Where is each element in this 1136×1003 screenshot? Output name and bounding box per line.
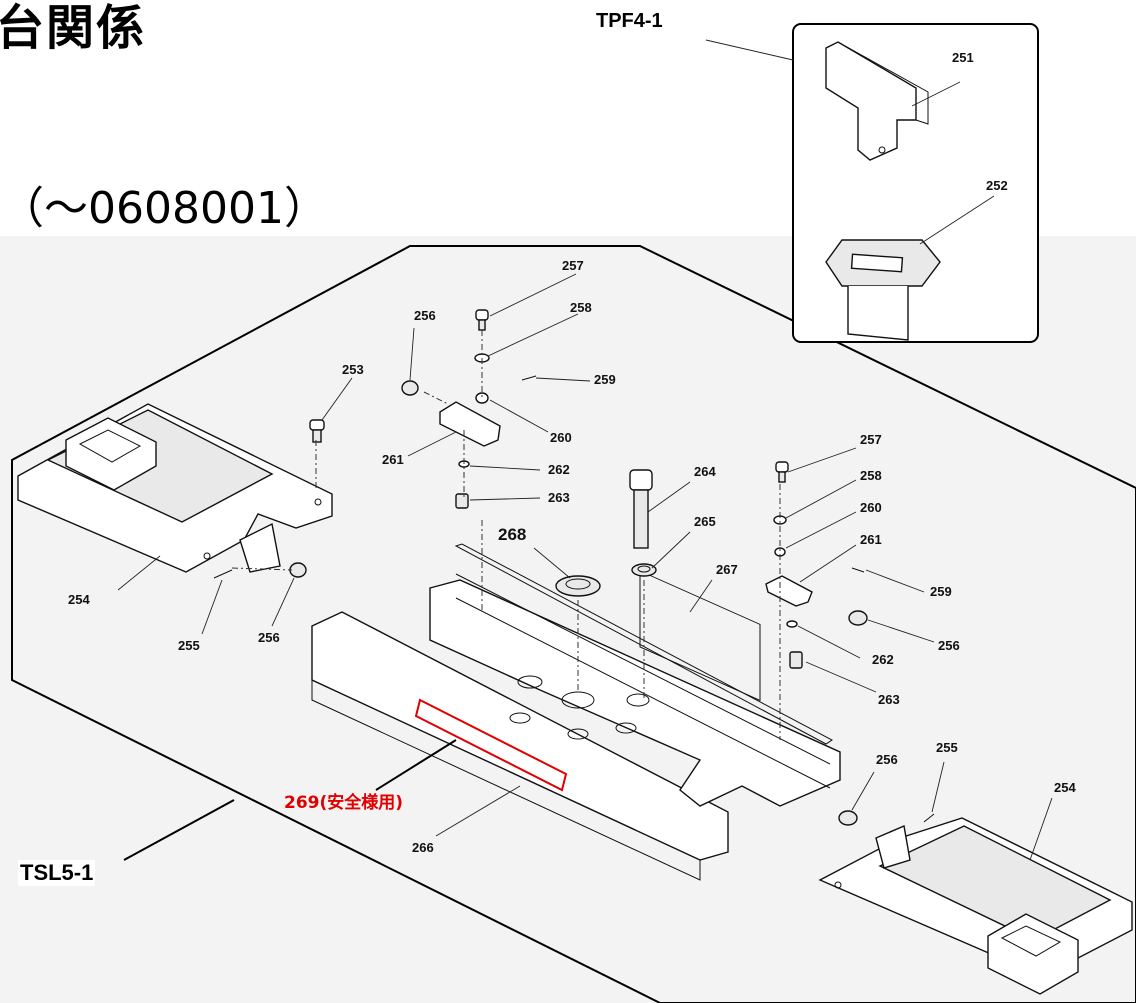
part-260-shape-a [475,392,489,404]
page-subtitle: （〜0608001） [0,183,328,234]
part-254-right-shape [818,817,1133,995]
part-label-263-left: 263 [548,490,570,505]
part-253-shape [309,419,325,443]
part-label-251: 251 [952,50,974,65]
part-label-254-right: 254 [1054,780,1076,795]
part-label-263-right: 263 [878,692,900,707]
part-262-shape-b [786,620,798,628]
part-label-252: 252 [986,178,1008,193]
part-label-256-bottom: 256 [876,752,898,767]
assembly-label-tpf4: TPF4-1 [594,10,665,33]
part-label-256-right: 256 [938,638,960,653]
part-252-shape [825,239,941,341]
tsl-leader [123,799,235,861]
part-263-shape-a [455,493,469,509]
part-label-260-right: 260 [860,500,882,515]
part-label-256-top: 256 [414,308,436,323]
part-label-264: 264 [694,464,716,479]
part-label-257-left: 257 [562,258,584,273]
part-label-258-right: 258 [860,468,882,483]
part-label-261-left: 261 [382,452,404,467]
tpf-leader [705,39,794,61]
part-257-shape-a [475,309,489,331]
part-label-261-right: 261 [860,532,882,547]
part-256-shape-c [848,610,868,626]
part-259-shape-a [521,375,537,381]
part-label-259-right: 259 [930,584,952,599]
part-268-shape [555,575,601,597]
part-256-shape-a [401,380,419,396]
part-261-shape-b [765,575,813,607]
part-label-254-left: 254 [68,592,90,607]
part-265-shape [631,563,657,577]
safety-part-label-269: 269(安全様用) [284,792,403,813]
part-251-shape [825,41,929,161]
assembly-label-tsl5: TSL5-1 [18,860,96,886]
part-255-shape-a [213,569,233,579]
part-256-shape-d [838,810,858,826]
part-label-268: 268 [498,525,526,544]
main-rail-frame-shape [311,543,841,881]
safety-highlight-box [414,698,568,792]
part-label-260-left: 260 [550,430,572,445]
part-256-shape-b [289,562,307,578]
part-label-262-left: 262 [548,462,570,477]
part-label-259-left: 259 [594,372,616,387]
part-255-shape-b [923,813,935,823]
part-257-shape-b [775,461,789,483]
part-number-labels: 251 252 253 254 254 255 255 256 256 256 … [68,50,1076,855]
part-259-shape-b [851,567,865,573]
part-264-shape [629,469,653,549]
part-label-253: 253 [342,362,364,377]
part-254-left-shape [17,403,333,573]
page-title: 台関係 [0,0,147,56]
part-label-255-right: 255 [936,740,958,755]
assembly-outline-tsl5 [11,245,1136,1003]
safety-leader [375,739,457,791]
part-label-255-left: 255 [178,638,200,653]
part-263-shape-b [789,651,803,669]
leader-lines [117,81,1053,861]
part-label-265: 265 [694,514,716,529]
part-label-257-right: 257 [860,432,882,447]
part-label-256-left: 256 [258,630,280,645]
part-label-262-right: 262 [872,652,894,667]
part-label-267: 267 [716,562,738,577]
part-label-258-left: 258 [570,300,592,315]
part-label-266: 266 [412,840,434,855]
part-261-shape-a [439,401,501,447]
